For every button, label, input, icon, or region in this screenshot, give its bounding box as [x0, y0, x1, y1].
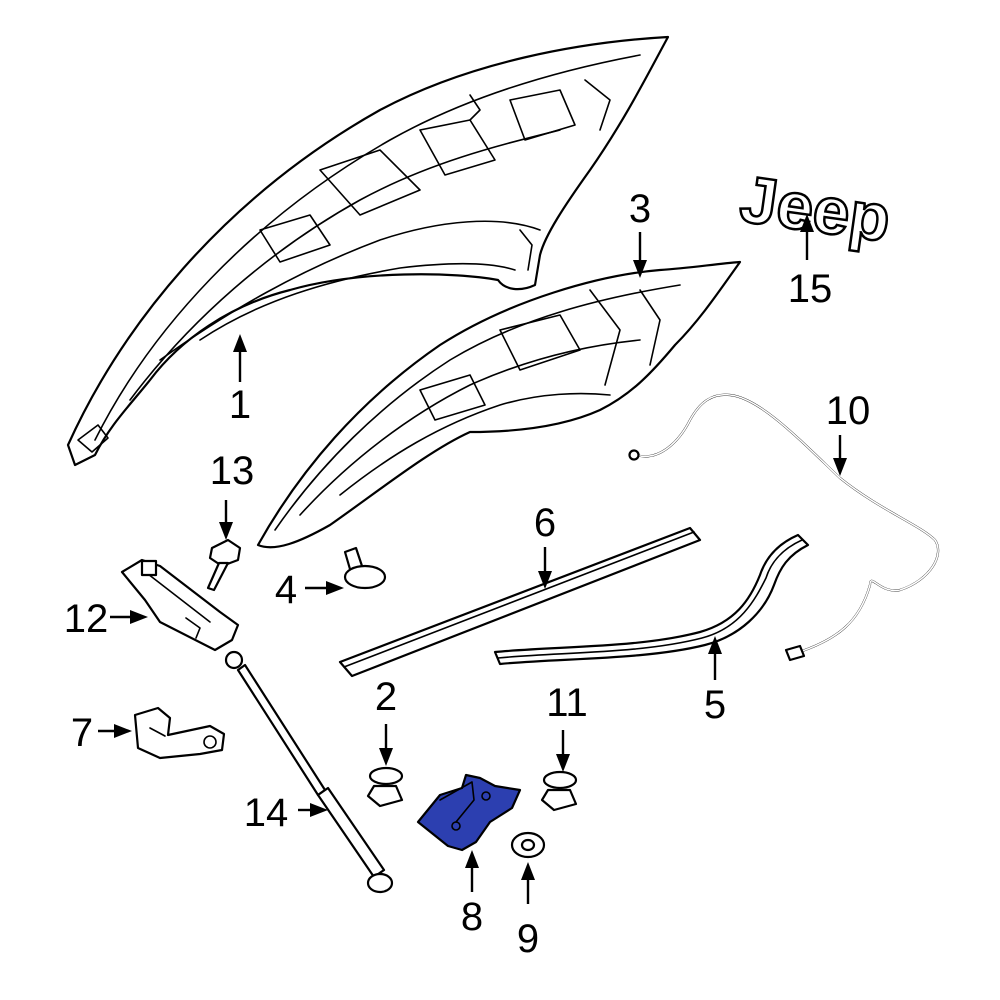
front-seal[interactable]	[338, 526, 702, 678]
callout-numbers: 1 2 3 4 5 6 7 8 9 10 11 12 13 14 15	[64, 187, 871, 961]
callout-7: 7	[71, 711, 93, 755]
hinge[interactable]	[120, 558, 240, 652]
rear-seal[interactable]	[493, 533, 810, 666]
hood-insulator[interactable]	[256, 260, 742, 549]
callout-5: 5	[704, 683, 726, 727]
callout-8: 8	[461, 895, 483, 939]
callout-4: 4	[275, 568, 297, 612]
callout-3: 3	[629, 187, 651, 231]
grommet[interactable]	[510, 831, 546, 859]
emblem-text: Jeep	[736, 161, 895, 255]
hinge-bracket[interactable]	[416, 773, 522, 852]
callout-11: 11	[546, 681, 588, 725]
push-pin-retainer[interactable]	[343, 546, 387, 590]
callout-2: 2	[375, 675, 397, 719]
bumper-stop-right[interactable]	[540, 770, 578, 812]
callout-9: 9	[517, 917, 539, 961]
callout-12: 12	[64, 597, 109, 641]
jeep-emblem[interactable]: Jeep	[735, 160, 897, 257]
release-cable[interactable]	[628, 393, 940, 662]
callout-6: 6	[534, 501, 556, 545]
callout-1: 1	[229, 383, 251, 427]
leader-lines	[98, 214, 847, 904]
callout-15: 15	[788, 267, 833, 311]
callout-13: 13	[210, 449, 255, 493]
bumper-stop-left[interactable]	[366, 766, 404, 808]
lift-support[interactable]	[224, 650, 394, 894]
callout-10: 10	[826, 389, 871, 433]
callout-14: 14	[244, 791, 289, 835]
hinge-bracket-shape	[416, 773, 522, 852]
hood-panel[interactable]	[66, 35, 670, 467]
latch[interactable]	[133, 706, 226, 760]
bolt[interactable]	[206, 538, 242, 592]
